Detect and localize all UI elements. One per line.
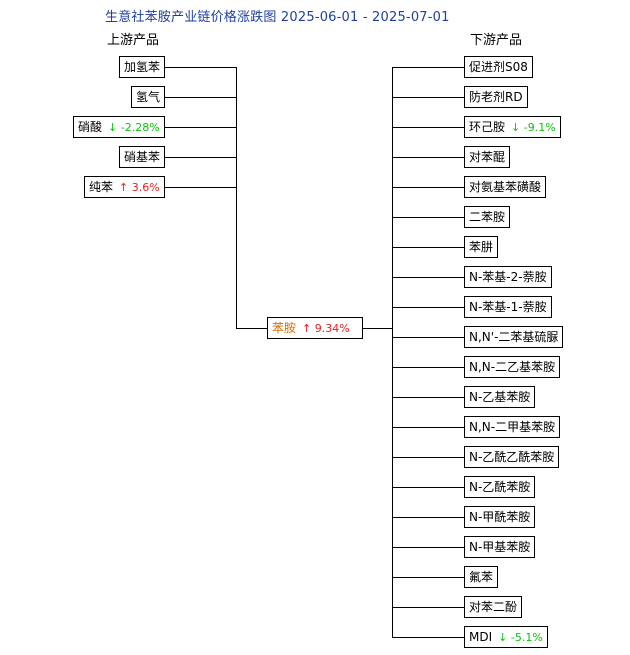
center-product-name: 苯胺 — [272, 321, 297, 335]
arrow-up-icon: ↑ — [302, 322, 312, 335]
product-name: N-苯基-2-萘胺 — [469, 270, 547, 284]
upstream-connector — [165, 97, 236, 98]
downstream-connector — [392, 577, 464, 578]
upstream-product-box[interactable]: 氢气 — [131, 86, 166, 108]
upstream-product-box[interactable]: 硝酸 ↓ -2.28% — [73, 116, 165, 138]
downstream-header: 下游产品 — [470, 33, 523, 48]
product-name: 硝酸 — [78, 120, 103, 134]
downstream-product-box[interactable]: 环己胺 ↓ -9.1% — [464, 116, 561, 138]
downstream-product-box[interactable]: N-甲酰苯胺 — [464, 506, 536, 528]
downstream-product-box[interactable]: 对苯醌 — [464, 146, 511, 168]
downstream-product-box[interactable]: 促进剂S08 — [464, 56, 533, 78]
change-value: 3.6% — [128, 181, 160, 194]
product-name: 氟苯 — [469, 570, 494, 584]
arrow-down-icon: ↓ — [498, 631, 508, 644]
downstream-product-box[interactable]: MDI ↓ -5.1% — [464, 626, 548, 648]
product-name: N-乙酰苯胺 — [469, 480, 531, 494]
product-name: 加氢苯 — [124, 60, 161, 74]
upstream-connector — [165, 67, 236, 68]
product-name: N-乙基苯胺 — [469, 390, 531, 404]
downstream-product-box[interactable]: N,N-二甲基苯胺 — [464, 416, 561, 438]
product-name: 硝基苯 — [124, 150, 161, 164]
product-name: 氢气 — [136, 90, 161, 104]
center-product-box[interactable]: 苯胺 ↑ 9.34% — [267, 317, 363, 339]
product-name: 苯肼 — [469, 240, 494, 254]
downstream-product-box[interactable]: N-乙基苯胺 — [464, 386, 536, 408]
downstream-connector — [392, 247, 464, 248]
product-name: 环己胺 — [469, 120, 506, 134]
downstream-connector — [392, 187, 464, 188]
change-value: -9.1% — [520, 121, 556, 134]
product-name: 纯苯 — [89, 180, 114, 194]
product-name: N,N-二甲基苯胺 — [469, 420, 556, 434]
upstream-product-box[interactable]: 加氢苯 — [119, 56, 166, 78]
downstream-product-box[interactable]: 对氨基苯磺酸 — [464, 176, 547, 198]
price-down-change: ↓ -2.28% — [108, 121, 160, 134]
product-name: MDI — [469, 630, 493, 644]
arrow-down-icon: ↓ — [108, 121, 118, 134]
downstream-connector — [392, 67, 464, 68]
downstream-product-box[interactable]: N-乙酰乙酰苯胺 — [464, 446, 560, 468]
product-name: 促进剂S08 — [469, 60, 528, 74]
downstream-connector — [392, 457, 464, 458]
product-name: 对苯二酚 — [469, 600, 518, 614]
product-name: N-甲酰苯胺 — [469, 510, 531, 524]
downstream-product-box[interactable]: N,N'-二苯基硫脲 — [464, 326, 564, 348]
product-name: N,N'-二苯基硫脲 — [469, 330, 559, 344]
downstream-connector — [392, 397, 464, 398]
upstream-to-center-line — [236, 328, 267, 329]
downstream-connector — [392, 487, 464, 488]
downstream-product-box[interactable]: N,N-二乙基苯胺 — [464, 356, 561, 378]
upstream-product-box[interactable]: 硝基苯 — [119, 146, 166, 168]
downstream-connector — [392, 97, 464, 98]
downstream-product-box[interactable]: 氟苯 — [464, 566, 499, 588]
price-up-change: ↑ 3.6% — [119, 181, 160, 194]
product-name: N-乙酰乙酰苯胺 — [469, 450, 555, 464]
downstream-product-box[interactable]: 防老剂RD — [464, 86, 528, 108]
downstream-product-box[interactable]: 苯肼 — [464, 236, 499, 258]
upstream-header: 上游产品 — [107, 33, 160, 48]
downstream-product-box[interactable]: N-乙酰苯胺 — [464, 476, 536, 498]
downstream-product-box[interactable]: N-苯基-2-萘胺 — [464, 266, 552, 288]
downstream-product-box[interactable]: N-甲基苯胺 — [464, 536, 536, 558]
product-name: 防老剂RD — [469, 90, 523, 104]
center-to-downstream-line — [363, 328, 392, 329]
downstream-connector — [392, 157, 464, 158]
change-value: -5.1% — [507, 631, 543, 644]
downstream-connector — [392, 217, 464, 218]
upstream-connector — [165, 187, 236, 188]
downstream-connector — [392, 517, 464, 518]
product-name: 对氨基苯磺酸 — [469, 180, 542, 194]
product-name: N-甲基苯胺 — [469, 540, 531, 554]
upstream-trunk-line — [236, 67, 237, 329]
upstream-product-box[interactable]: 纯苯 ↑ 3.6% — [84, 176, 165, 198]
price-up-change: ↑ 9.34% — [302, 322, 350, 335]
downstream-product-box[interactable]: 对苯二酚 — [464, 596, 523, 618]
downstream-product-box[interactable]: 二苯胺 — [464, 206, 511, 228]
downstream-connector — [392, 637, 464, 638]
downstream-product-box[interactable]: N-苯基-1-萘胺 — [464, 296, 552, 318]
product-name: N,N-二乙基苯胺 — [469, 360, 556, 374]
downstream-connector — [392, 307, 464, 308]
downstream-connector — [392, 367, 464, 368]
arrow-up-icon: ↑ — [119, 181, 129, 194]
chart-title: 生意社苯胺产业链价格涨跌图 2025-06-01 - 2025-07-01 — [105, 10, 450, 25]
downstream-connector — [392, 337, 464, 338]
downstream-connector — [392, 277, 464, 278]
product-name: 对苯醌 — [469, 150, 506, 164]
product-name: N-苯基-1-萘胺 — [469, 300, 547, 314]
downstream-connector — [392, 547, 464, 548]
arrow-down-icon: ↓ — [511, 121, 521, 134]
downstream-connector — [392, 607, 464, 608]
price-down-change: ↓ -5.1% — [498, 631, 543, 644]
change-value: 9.34% — [311, 322, 350, 335]
downstream-trunk-line — [392, 67, 393, 638]
product-name: 二苯胺 — [469, 210, 506, 224]
upstream-connector — [165, 127, 236, 128]
downstream-connector — [392, 427, 464, 428]
change-value: -2.28% — [117, 121, 160, 134]
downstream-connector — [392, 127, 464, 128]
upstream-connector — [165, 157, 236, 158]
price-down-change: ↓ -9.1% — [511, 121, 556, 134]
